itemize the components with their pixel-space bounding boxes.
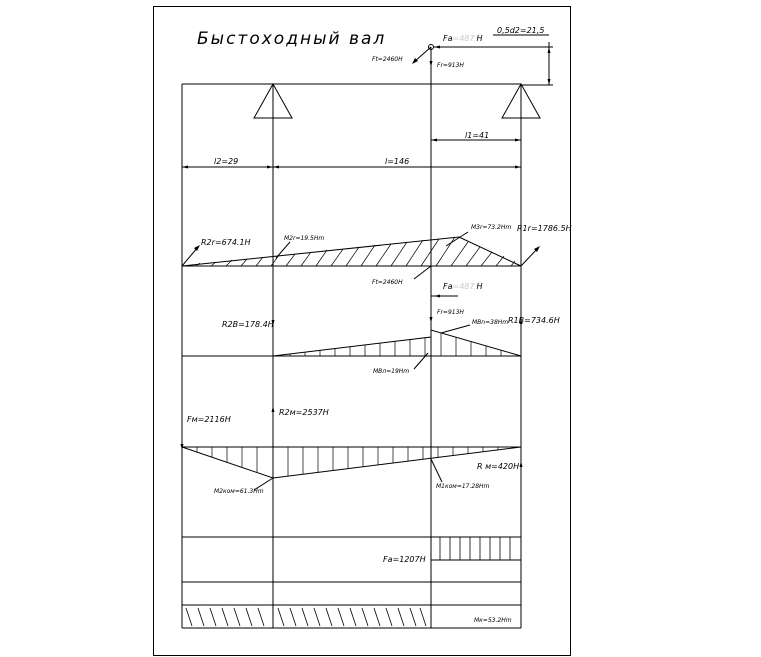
offset-dim-label: 0,5d2=21,5 (497, 26, 544, 35)
axial-force-diagram: Fa=1207H (383, 537, 521, 564)
drawing-frame (153, 6, 571, 656)
label-mk: Mк=53.2Hm (474, 617, 512, 624)
label-r2b: R2B=178.4H (222, 320, 274, 329)
cantilever-moment-diagram: Fм=2116H R2м=2537H R м=420H (180, 406, 523, 495)
dim-l2: l2=29 (214, 157, 238, 166)
label-m1kom: M1ком=17.28Hm (436, 483, 490, 490)
label-fa-axial: Fa=1207H (383, 555, 426, 564)
label-mbl: MBл=19Hm (373, 368, 409, 375)
label-r1b: R1B=734.6H (508, 316, 560, 325)
label-r2m: R2м=2537H (279, 408, 329, 417)
label-mbn: MBn=38Hm (472, 319, 508, 326)
label-fm: Fм=2116H (187, 415, 231, 424)
torque-diagram: Mк=53.2Hm (185, 607, 512, 627)
top-ft-label: Ft=2460H (372, 56, 403, 63)
horizontal-moment-diagram: R2r=674.1H M2r=19.5Hm M3r=73.2Hm R1r=178… (181, 224, 572, 286)
label-fr-mid: Fr=913H (437, 309, 464, 316)
label-r2r: R2r=674.1H (201, 238, 251, 247)
label-r1m: R м=420H (477, 462, 519, 471)
label-ft-mid: Ft=2460H (372, 279, 403, 286)
diagram-title: Быстоходный вал (197, 29, 386, 49)
dim-l1: l1=41 (465, 131, 489, 140)
label-m3r: M3r=73.2Hm (471, 224, 511, 231)
label-m2r: M2r=19.5Hm (284, 235, 324, 242)
dim-l: l=146 (385, 157, 409, 166)
top-fr-label: Fr=913H (437, 62, 464, 69)
label-r1r: R1r=1786.5H (517, 224, 572, 233)
label-m2kom: M2ком=61.3Hm (214, 488, 264, 495)
dimension-lines: l1=41 l2=29 l=146 (182, 131, 521, 169)
